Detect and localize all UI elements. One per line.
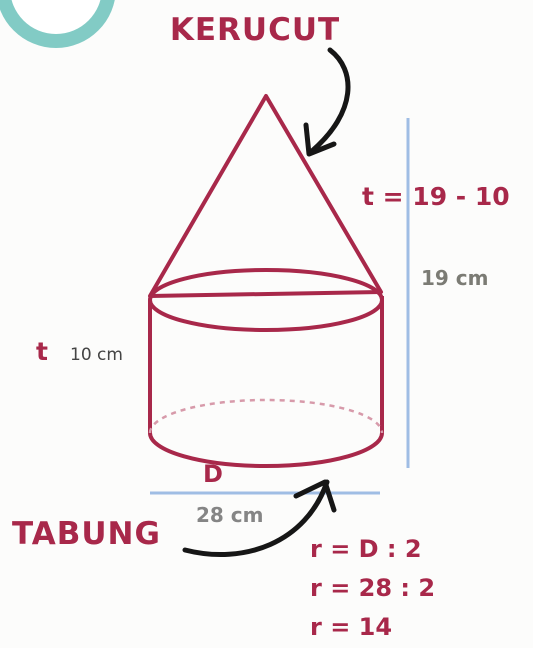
tabung-arrow	[182, 479, 330, 558]
cone-height-expression: t = 19 - 10	[362, 182, 510, 211]
formula-radius-substitution: r = 28 : 2	[310, 574, 435, 602]
corner-badge	[0, 0, 115, 48]
cylinder-height-symbol: t	[36, 337, 48, 366]
cylinder-height-value: 10 cm	[70, 345, 123, 365]
cylinder-top-ellipse	[148, 268, 384, 332]
formula-radius-definition: r = D : 2	[310, 535, 422, 563]
cylinder-bottom-hidden	[148, 398, 384, 434]
tabung-arrowhead	[293, 479, 337, 513]
cylinder-bottom-front	[148, 432, 384, 468]
tabung-label: TABUNG	[12, 516, 161, 552]
kerucut-arrowhead	[303, 122, 337, 157]
cylinder-shape	[148, 268, 384, 468]
kerucut-label: KERUCUT	[170, 12, 340, 48]
total-height-label: 19 cm	[421, 266, 489, 290]
cone-shape	[148, 94, 383, 298]
formula-radius-result: r = 14	[310, 613, 392, 641]
diameter-value: 28 cm	[196, 503, 264, 527]
kerucut-arrow	[309, 47, 351, 154]
badge-inner-ring	[11, 0, 101, 34]
diameter-symbol: D	[203, 460, 223, 488]
